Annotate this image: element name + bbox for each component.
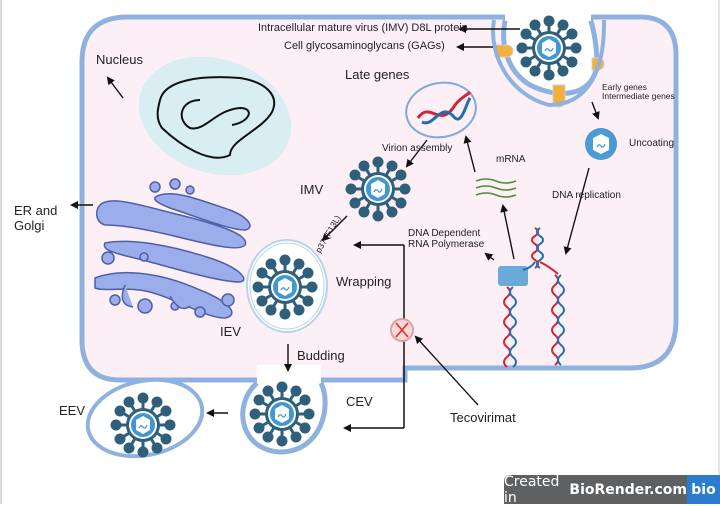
entering-virus-icon <box>516 15 582 81</box>
dna-dependent-label-line1: DNA Dependent <box>408 228 481 239</box>
rna-polymerase-box <box>498 266 528 286</box>
badge-brand: BioRender.com <box>569 481 687 498</box>
virion-assembly-label: Virion assembly <box>382 143 453 154</box>
er-golgi-label-line2: Golgi <box>14 218 45 233</box>
cev-envelope <box>240 381 328 455</box>
imv-protein-label: Intracellular mature virus (IMV) D8L pro… <box>258 22 468 34</box>
cev-virus-icon <box>249 381 315 447</box>
nucleus-label: Nucleus <box>96 52 143 67</box>
chromatin <box>156 76 275 159</box>
budding-label: Budding <box>297 348 345 363</box>
intermediate-genes-label: Intermediate genes <box>602 91 675 101</box>
er-golgi <box>94 178 251 319</box>
uncoating-label: Uncoating <box>629 138 675 149</box>
wrapping-label: Wrapping <box>336 274 392 289</box>
biorender-logo-icon: bio <box>687 475 720 504</box>
nucleus <box>138 56 292 176</box>
mrna-icon <box>475 178 517 198</box>
late-genes-dna-icon <box>416 91 472 119</box>
badge-text: Created in BioRender.com <box>504 473 687 506</box>
budding-gap <box>257 365 321 385</box>
arrow-rna-polymerase <box>484 252 495 261</box>
er-golgi-label-line1: ER and <box>14 203 58 218</box>
mrna-label: mRNA <box>496 154 526 165</box>
tecovirimat-label: Tecovirimat <box>450 410 516 425</box>
iev-label: IEV <box>220 324 241 339</box>
arrow-dna-replication <box>563 167 590 255</box>
arrow-late-genes <box>463 135 476 173</box>
endocytic-vesicle <box>491 19 607 108</box>
dna-strands <box>503 227 565 368</box>
arrow-early-genes <box>591 101 600 120</box>
cev-label: CEV <box>346 394 373 409</box>
biorender-badge[interactable]: Created in BioRender.com bio <box>504 473 720 506</box>
badge-prefix: Created in <box>504 473 560 506</box>
frame-border-right <box>718 0 720 504</box>
early-genes-label: Early genes <box>602 82 647 92</box>
dna-dependent-label-line2: RNA Polymerase <box>408 239 485 250</box>
late-genes-vesicle <box>405 81 477 139</box>
frame-border-left <box>0 0 2 504</box>
arrow-nucleus <box>106 76 124 99</box>
arrow-virion-assembly <box>405 139 428 168</box>
late-genes-label: Late genes <box>345 67 410 82</box>
uncoating-capsid-icon <box>584 127 618 161</box>
dna-replication-label: DNA replication <box>552 190 621 201</box>
arrow-mrna <box>500 204 515 260</box>
imv-label: IMV <box>300 182 324 197</box>
arrow-p37 <box>321 215 348 242</box>
gags-label: Cell glycosaminoglycans (GAGs) <box>284 40 445 52</box>
eev-label: EEV <box>59 403 86 418</box>
tecovirimat-arrow <box>414 335 479 406</box>
